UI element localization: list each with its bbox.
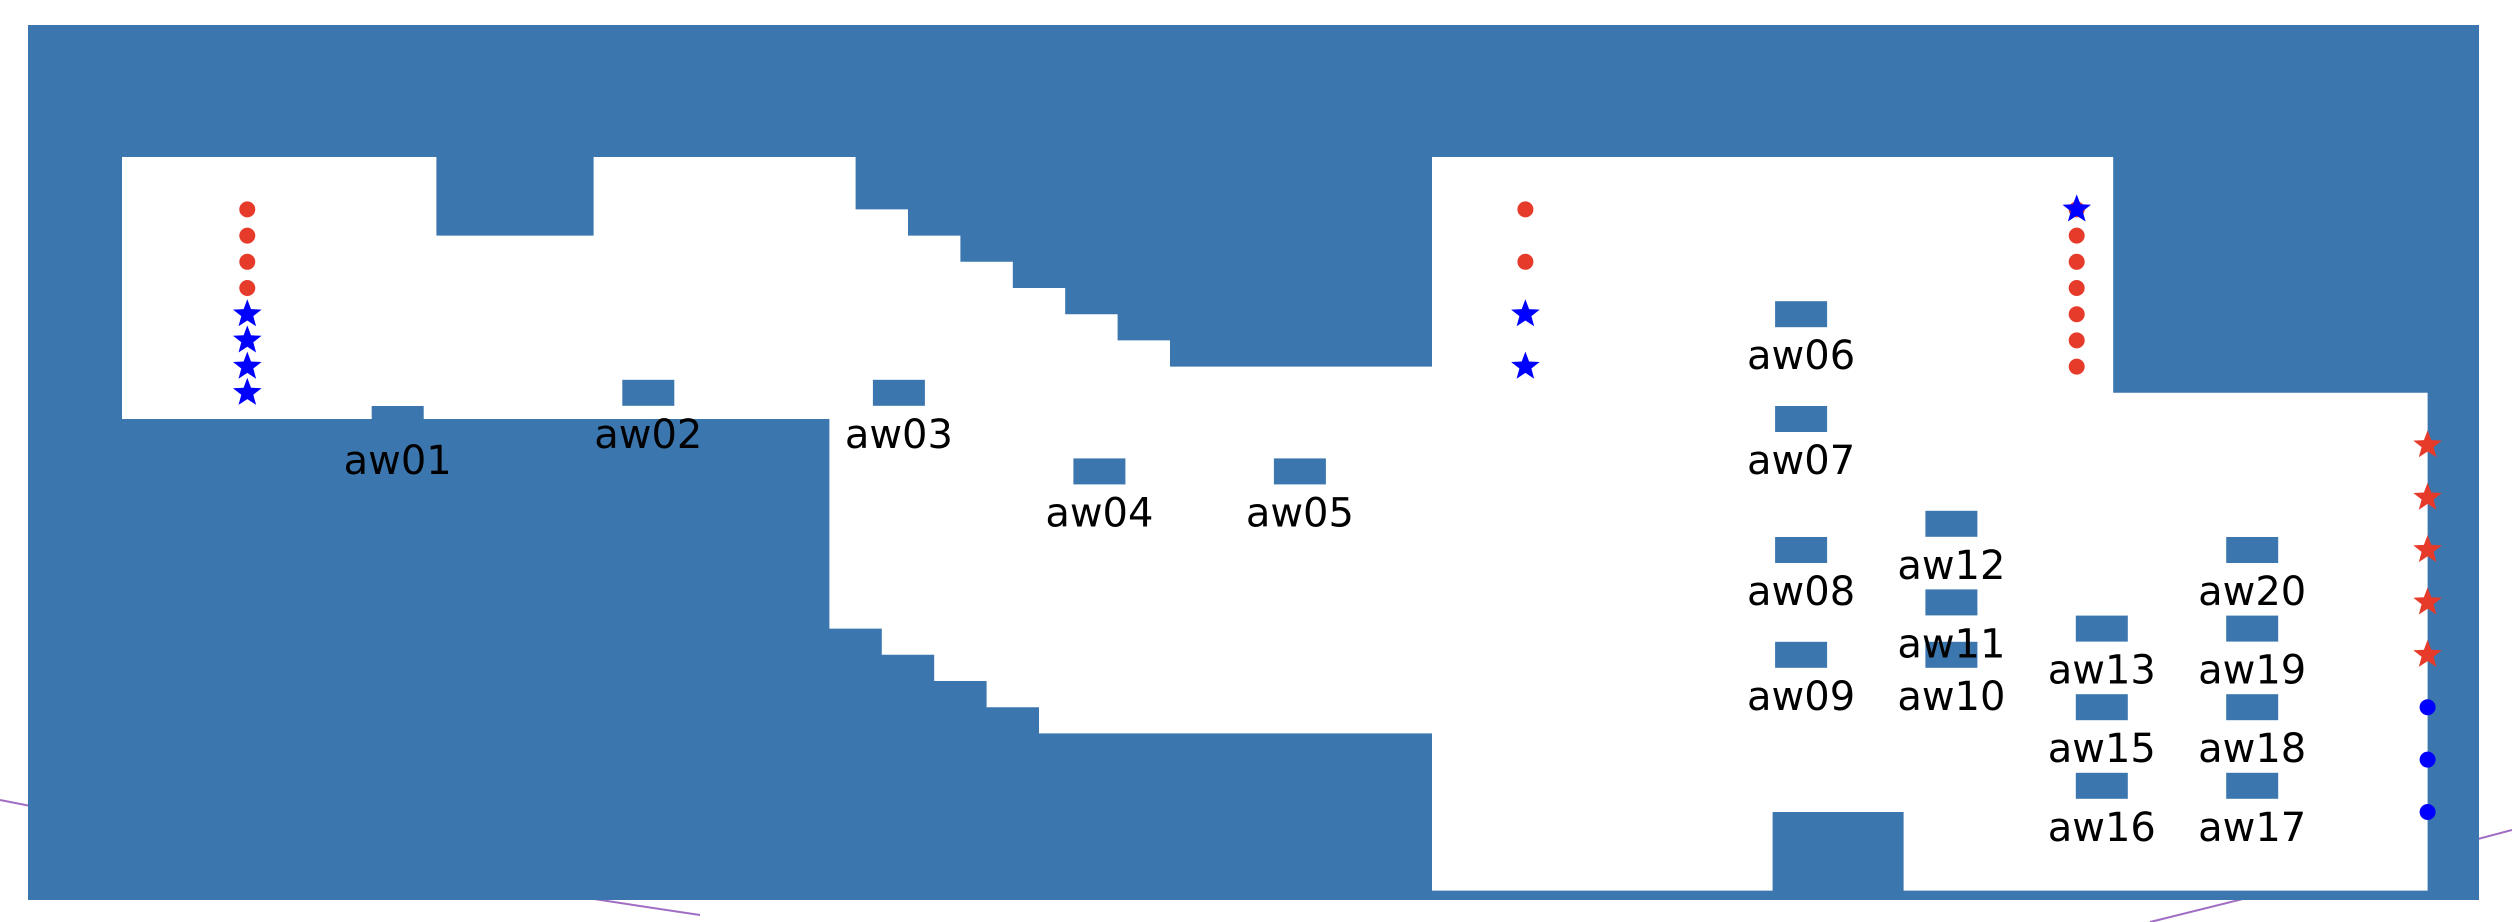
blue-star-marker-5 xyxy=(1511,351,1540,379)
waypoint-label-aw07: aw07 xyxy=(1747,438,1855,484)
waypoint-label-aw13: aw13 xyxy=(2048,648,2156,694)
red-star-marker-3 xyxy=(2413,587,2442,615)
waypoint-label-aw06: aw06 xyxy=(1747,333,1855,379)
red-dot-marker-5 xyxy=(1517,253,1534,270)
red-dot-marker-12 xyxy=(2068,358,2085,375)
waypoint-marker-aw08 xyxy=(1775,537,1828,563)
red-dot-marker-2 xyxy=(239,253,256,270)
blue-dot-marker-0 xyxy=(2419,699,2436,716)
waypoint-marker-aw15 xyxy=(2075,694,2128,721)
waypoint-label-aw03: aw03 xyxy=(845,412,953,458)
waypoint-label-aw19: aw19 xyxy=(2198,648,2306,694)
blue-star-marker-0 xyxy=(233,299,262,327)
waypoint-marker-aw10 xyxy=(1925,641,1978,668)
red-dot-marker-7 xyxy=(2068,227,2085,244)
red-dot-marker-0 xyxy=(239,201,256,218)
waypoint-label-aw04: aw04 xyxy=(1045,490,1153,536)
waypoint-marker-aw18 xyxy=(2226,694,2279,721)
waypoint-label-aw18: aw18 xyxy=(2198,726,2306,772)
blue-star-marker-6 xyxy=(2062,194,2091,222)
red-dot-marker-3 xyxy=(239,280,256,296)
waypoint-label-aw11: aw11 xyxy=(1897,621,2005,667)
waypoint-marker-aw13 xyxy=(2075,615,2128,642)
waypoint-label-aw16: aw16 xyxy=(2048,805,2156,851)
red-star-marker-4 xyxy=(2413,639,2442,667)
red-star-marker-0 xyxy=(2413,430,2442,458)
waypoint-marker-aw05 xyxy=(1273,458,1326,485)
blue-dot-marker-1 xyxy=(2419,751,2436,768)
waypoint-marker-aw03 xyxy=(872,379,925,406)
waypoint-marker-aw02 xyxy=(622,379,675,406)
blue-star-marker-4 xyxy=(1511,299,1540,327)
waypoint-label-aw20: aw20 xyxy=(2198,569,2306,615)
blue-dot-marker-2 xyxy=(2419,804,2436,820)
waypoint-marker-aw20 xyxy=(2226,537,2279,563)
red-dot-marker-4 xyxy=(1517,201,1534,218)
waypoint-marker-aw12 xyxy=(1925,510,1978,537)
waypoint-label-aw01: aw01 xyxy=(344,438,452,484)
waypoints-layer: aw01 aw02 aw03 aw04 aw05 aw06 aw07 aw08 aw09 aw10… xyxy=(344,301,2306,851)
waypoint-label-aw02: aw02 xyxy=(594,412,702,458)
red-dot-marker-9 xyxy=(2068,280,2085,296)
waypoint-label-aw17: aw17 xyxy=(2198,805,2306,851)
red-dot-marker-1 xyxy=(239,227,256,244)
waypoint-marker-aw16 xyxy=(2075,772,2128,799)
waypoint-marker-aw17 xyxy=(2226,772,2279,799)
waypoint-label-aw12: aw12 xyxy=(1897,543,2005,589)
blue-star-marker-1 xyxy=(233,325,262,353)
waypoint-marker-aw01 xyxy=(371,406,424,432)
waypoint-label-aw10: aw10 xyxy=(1897,674,2005,720)
red-star-marker-2 xyxy=(2413,535,2442,563)
red-dot-marker-11 xyxy=(2068,332,2085,349)
waypoint-label-aw15: aw15 xyxy=(2048,726,2156,772)
waypoint-marker-aw11 xyxy=(1925,589,1978,616)
waypoint-marker-aw19 xyxy=(2226,615,2279,642)
red-dot-marker-8 xyxy=(2068,253,2085,270)
waypoint-marker-aw04 xyxy=(1073,458,1126,485)
waypoint-label-aw09: aw09 xyxy=(1747,674,1855,720)
blue-star-marker-3 xyxy=(233,377,262,405)
markers-layer xyxy=(233,194,2442,820)
waypoint-marker-aw06 xyxy=(1775,301,1828,328)
blue-star-marker-2 xyxy=(233,351,262,379)
waypoint-marker-aw07 xyxy=(1775,406,1828,432)
waypoint-marker-aw09 xyxy=(1775,641,1828,668)
waypoint-label-aw08: aw08 xyxy=(1747,569,1855,615)
red-star-marker-1 xyxy=(2413,482,2442,510)
red-dot-marker-10 xyxy=(2068,306,2085,323)
waypoint-label-aw05: aw05 xyxy=(1246,490,1354,536)
free-space xyxy=(122,157,2428,891)
